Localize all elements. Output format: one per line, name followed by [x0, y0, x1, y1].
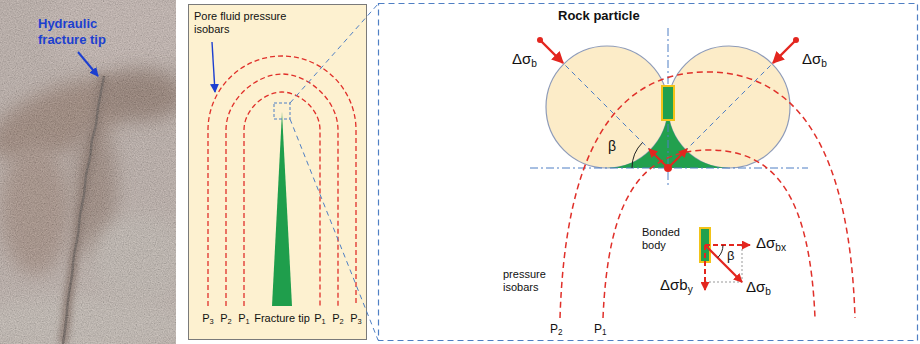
isobar-curve	[603, 150, 815, 318]
guide-line	[668, 40, 796, 168]
stress-label: Δσb	[512, 50, 537, 68]
projection-line	[705, 282, 742, 283]
leader-arrow	[212, 42, 215, 92]
pressure-arrow	[649, 149, 668, 168]
stress-dot	[793, 37, 799, 43]
pressure-label: P3	[202, 312, 214, 325]
label-text: Δσ	[746, 278, 765, 295]
pressure-label: P1	[238, 312, 250, 325]
tip-label: Fracture tip	[254, 312, 310, 325]
rock-photo	[0, 0, 176, 344]
label-text: Bonded body	[642, 226, 680, 251]
body-label: Bonded body	[642, 226, 690, 252]
photo-grain	[0, 0, 176, 344]
subscript-text: y	[688, 284, 693, 295]
subscript-text: 1	[246, 317, 250, 326]
isobar-note: Pore fluid pressure isobars	[194, 10, 288, 36]
panel-ground	[189, 5, 367, 340]
guide-line	[540, 40, 668, 168]
label-text: P	[202, 312, 209, 324]
zoom-box	[274, 103, 290, 119]
pressure-label: P2	[332, 312, 344, 325]
component-arrow	[705, 244, 750, 246]
label-text: P	[332, 312, 339, 324]
subscript-text: b	[765, 286, 771, 297]
stress-label: Δσbx	[756, 234, 786, 252]
isobar-curve	[208, 56, 356, 306]
label-text: Hydraulic fracture tip	[38, 16, 106, 47]
fracture-wedge	[272, 112, 292, 306]
subscript-text: bx	[775, 242, 786, 253]
bonded-body	[662, 86, 674, 120]
subscript-text: 1	[602, 328, 607, 337]
stress-label: Δσb	[746, 278, 771, 296]
subscript-text: b	[531, 58, 537, 69]
stress-arrow	[540, 40, 563, 63]
zoom-line	[290, 119, 378, 340]
photo-ground	[0, 0, 176, 344]
pressure-label: P1	[314, 312, 326, 325]
label-text: Pore fluid pressure isobars	[194, 10, 286, 35]
isobar-curve	[226, 74, 338, 306]
photo-label: Hydraulic fracture tip	[38, 16, 122, 47]
pressure-label: P2	[220, 312, 232, 325]
label-text: P	[550, 322, 558, 336]
label-text: P	[314, 312, 321, 324]
pressure-label: P1	[594, 322, 607, 336]
subscript-text: 2	[340, 317, 344, 326]
label-text: β	[608, 138, 616, 154]
angle-arc	[718, 245, 723, 258]
label-text: P	[220, 312, 227, 324]
label-text: pressure isobars	[503, 268, 546, 293]
angle-arc	[632, 143, 643, 169]
stress-arrow	[705, 245, 742, 282]
label-text: Δσ	[756, 234, 775, 251]
pressure-dot	[664, 164, 672, 172]
label-text: Δσ	[802, 50, 821, 67]
pressure-label: P2	[550, 322, 563, 336]
zoom-panel	[379, 4, 918, 341]
label-text: P	[594, 322, 602, 336]
stress-label: Δσb	[802, 50, 827, 68]
angle-label: β	[608, 138, 616, 155]
subscript-text: 3	[210, 317, 214, 326]
projection-line	[742, 245, 743, 282]
isobar-curve	[560, 72, 855, 318]
stress-arrow	[773, 40, 796, 63]
subscript-text: b	[821, 58, 827, 69]
isobar-curve	[244, 92, 320, 306]
label-text: Rock particle	[558, 8, 640, 23]
component-arrow	[704, 245, 706, 290]
angle-label: β	[727, 248, 734, 264]
isobar-note: pressure isobars	[503, 268, 557, 294]
subscript-text: 2	[558, 328, 563, 337]
label-text: P	[238, 312, 245, 324]
label-text: Δσb	[660, 276, 688, 293]
subscript-text: 3	[358, 317, 362, 326]
subscript-text: 2	[228, 317, 232, 326]
label-text: Fracture tip	[254, 312, 310, 324]
label-text: P	[350, 312, 357, 324]
stress-label: Δσby	[660, 276, 693, 294]
subscript-text: 1	[322, 317, 326, 326]
particle-label: Rock particle	[558, 8, 640, 24]
zoom-line	[290, 4, 378, 103]
label-text: Δσ	[512, 50, 531, 67]
stress-dot	[537, 37, 543, 43]
pressure-label: P3	[350, 312, 362, 325]
pressure-arrow	[668, 149, 687, 168]
label-text: β	[727, 248, 734, 263]
leader-arrow	[78, 52, 98, 76]
